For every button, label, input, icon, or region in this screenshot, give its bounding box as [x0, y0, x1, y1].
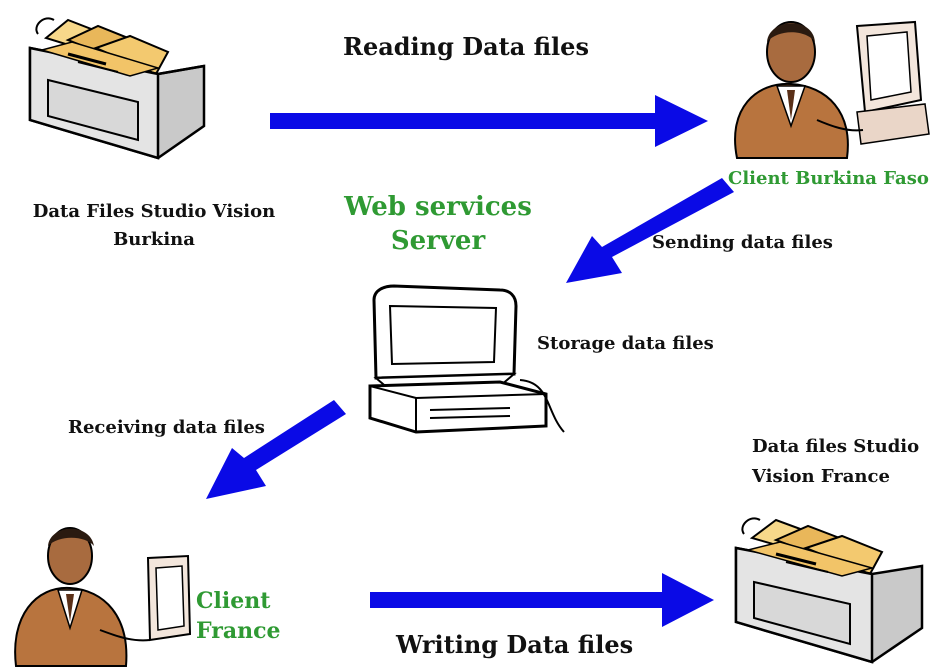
server-label-line1: Web services: [344, 192, 532, 222]
client-france-figure: [8, 516, 193, 668]
destination-label-line2: Vision France: [752, 466, 890, 487]
person-at-computer-icon: [734, 20, 930, 159]
file-drawer-icon: [734, 517, 924, 664]
person-at-computer-icon: [14, 527, 192, 667]
reading-arrow: [270, 95, 708, 147]
receiving-arrow: [206, 400, 346, 499]
client-france-label: Client France: [196, 586, 280, 646]
storage-data-files-label: Storage data files: [537, 333, 714, 354]
server-computer: [350, 282, 565, 444]
writing-arrow: [370, 573, 714, 627]
client-burkina-figure: [707, 8, 932, 168]
client-burkina-label: Client Burkina Faso: [728, 168, 929, 189]
file-drawer-icon: [28, 17, 206, 160]
client-france-label-line1: Client: [196, 588, 271, 614]
reading-data-files-label: Reading Data files: [343, 32, 589, 61]
server-label: Web services Server: [328, 190, 548, 258]
writing-data-files-label: Writing Data files: [396, 630, 634, 659]
source-label-line1: Data Files Studio Vision: [32, 201, 276, 222]
destination-label-line1: Data files Studio: [752, 436, 920, 457]
destination-file-drawer: [712, 508, 934, 668]
receiving-data-files-label: Receiving data files: [68, 417, 265, 438]
destination-label: Data files Studio Vision France: [752, 432, 919, 492]
sending-data-files-label: Sending data files: [652, 232, 833, 253]
sending-arrow: [566, 178, 734, 283]
computer-icon: [368, 284, 565, 434]
source-label: Data Files Studio Vision Burkina: [24, 198, 284, 254]
source-label-line2: Burkina: [113, 229, 195, 250]
source-file-drawer: [8, 8, 213, 166]
server-label-line2: Server: [390, 226, 486, 256]
client-france-label-line2: France: [196, 618, 281, 644]
